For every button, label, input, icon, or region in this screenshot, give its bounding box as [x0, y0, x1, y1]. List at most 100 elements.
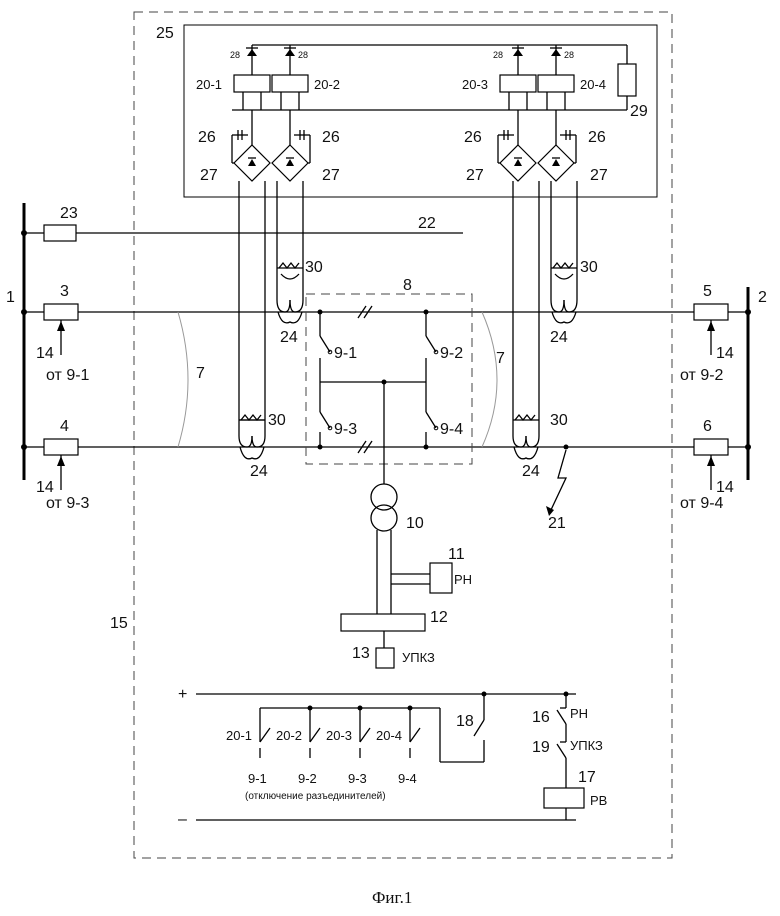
label-28-b: 28 — [298, 50, 308, 60]
label-24-b: 24 — [550, 329, 568, 346]
contact-20-1 — [260, 708, 270, 758]
breaker-4 — [44, 439, 78, 455]
bridge-rectifier-27-3 — [500, 145, 536, 181]
label-10: 10 — [406, 515, 424, 532]
line-section-marker-7-right — [482, 312, 497, 447]
label-rn-16: РН — [570, 706, 588, 721]
label-24-c: 24 — [250, 463, 268, 480]
ct-30-upper-left — [277, 263, 303, 323]
label-20-4: 20-4 — [580, 77, 606, 92]
diode-28-3 — [512, 45, 524, 75]
breaker-6 — [694, 439, 728, 455]
label-from-9-1: от 9-1 — [46, 367, 90, 384]
ct-leads-right-outer — [513, 181, 539, 420]
label-30-a: 30 — [305, 259, 323, 276]
label-from-9-4: от 9-4 — [680, 495, 724, 512]
label-20-2: 20-2 — [314, 77, 340, 92]
label-26-b: 26 — [322, 129, 340, 146]
label-20-1: 20-1 — [196, 77, 222, 92]
transformer-10-winding-2 — [371, 505, 397, 531]
label-contact-20-2: 20-2 — [276, 728, 302, 743]
capacitor-26-4 — [560, 130, 576, 140]
label-4: 4 — [60, 418, 69, 435]
label-upkz-19: УПКЗ — [570, 738, 603, 753]
label-contact-20-3: 20-3 — [326, 728, 352, 743]
label-out-9-2: 9-2 — [298, 771, 317, 786]
diode-28-2 — [284, 45, 296, 75]
label-from-9-2: от 9-2 — [680, 367, 724, 384]
label-20-3: 20-3 — [462, 77, 488, 92]
label-14-d: 14 — [716, 479, 734, 496]
disconnector-9-1 — [320, 312, 332, 382]
label-14-a: 14 — [36, 345, 54, 362]
figure-caption: Фиг.1 — [372, 888, 412, 907]
label-18: 18 — [456, 713, 474, 730]
control-arrow-3 — [57, 320, 65, 355]
ct-30-lower-right — [513, 415, 539, 459]
transformer-10-winding-1 — [371, 484, 397, 510]
label-17: 17 — [578, 769, 596, 786]
control-arrow-6 — [707, 455, 715, 490]
label-3: 3 — [60, 283, 69, 300]
label-13: 13 — [352, 645, 370, 662]
label-2: 2 — [758, 289, 767, 306]
contact-19-upkz — [557, 742, 566, 788]
label-9-2: 9-2 — [440, 345, 463, 362]
label-from-9-3: от 9-3 — [46, 495, 90, 512]
fault-arrow-21 — [546, 450, 566, 516]
bridge-rectifier-27-4 — [538, 145, 574, 181]
voltage-relay-11 — [430, 563, 452, 593]
label-15: 15 — [110, 615, 128, 632]
bridge-rectifier-27-2 — [272, 145, 308, 181]
resistor-29 — [618, 64, 636, 96]
label-22: 22 — [418, 215, 436, 232]
block-12 — [341, 614, 425, 631]
label-24-d: 24 — [522, 463, 540, 480]
disconnect-note: (отключение разъединителей) — [245, 791, 386, 802]
capacitor-26-3 — [498, 130, 514, 140]
relay-coil-20-3 — [500, 75, 536, 92]
label-16: 16 — [532, 709, 550, 726]
relay-coil-20-4 — [538, 75, 574, 92]
time-relay-17 — [544, 788, 584, 808]
label-rn-11: РН — [454, 572, 472, 587]
label-28-c: 28 — [493, 50, 503, 60]
label-23: 23 — [60, 205, 78, 222]
label-14-b: 14 — [36, 479, 54, 496]
label-28-d: 28 — [564, 50, 574, 60]
diode-28-4 — [550, 45, 562, 75]
label-out-9-1: 9-1 — [248, 771, 267, 786]
disconnector-9-4 — [426, 382, 438, 447]
label-out-9-4: 9-4 — [398, 771, 417, 786]
label-26-a: 26 — [198, 129, 216, 146]
label-9-4: 9-4 — [440, 421, 463, 438]
contact-20-4 — [410, 708, 420, 758]
label-minus: – — [178, 811, 187, 828]
label-19: 19 — [532, 739, 550, 756]
ct-30-upper-right — [551, 263, 577, 323]
label-26-c: 26 — [464, 129, 482, 146]
ct-leads-left-inner — [277, 181, 303, 268]
disconnector-9-2 — [426, 312, 438, 382]
label-30-c: 30 — [268, 412, 286, 429]
contact-20-2 — [310, 708, 320, 758]
ct-leads-left-outer — [239, 181, 265, 420]
label-29: 29 — [630, 103, 648, 120]
label-30-d: 30 — [550, 412, 568, 429]
diode-28-1 — [246, 45, 258, 75]
capacitor-26-2 — [294, 130, 310, 140]
control-arrow-5 — [707, 320, 715, 355]
label-24-a: 24 — [280, 329, 298, 346]
label-plus: + — [178, 686, 187, 703]
label-11: 11 — [448, 546, 465, 563]
label-30-b: 30 — [580, 259, 598, 276]
breaker-3 — [44, 304, 78, 320]
label-upkz-13: УПКЗ — [402, 650, 435, 665]
label-9-3: 9-3 — [334, 421, 357, 438]
upkz-13 — [376, 648, 394, 668]
breaker-5 — [694, 304, 728, 320]
relay-wiring — [243, 92, 565, 135]
bridge-rectifier-27-1 — [234, 145, 270, 181]
label-contact-20-4: 20-4 — [376, 728, 402, 743]
